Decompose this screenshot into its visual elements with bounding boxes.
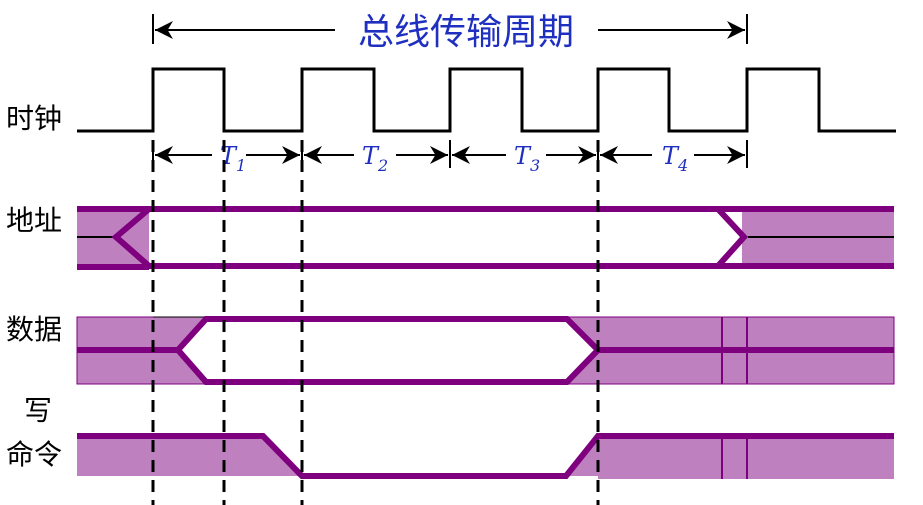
period-label-t2: T2 [362,142,388,175]
write-command-label-line2: 命令 [6,438,62,471]
data-label: 数据 [6,313,62,346]
period-label-t3: T3 [514,142,540,175]
write-command-label-line1: 写 [24,394,52,427]
bus-cycle-title: 总线传输周期 [358,12,574,53]
bus-cycle-bracket [152,14,748,44]
timing-reference-lines [151,140,600,505]
period-label-t4: T4 [662,142,688,175]
data-bus-signal [76,316,895,385]
clock-waveform [77,67,896,133]
clock-label: 时钟 [6,102,62,135]
address-label: 地址 [6,204,62,237]
address-bus-signal [77,206,894,270]
write-command-signal [77,433,894,479]
